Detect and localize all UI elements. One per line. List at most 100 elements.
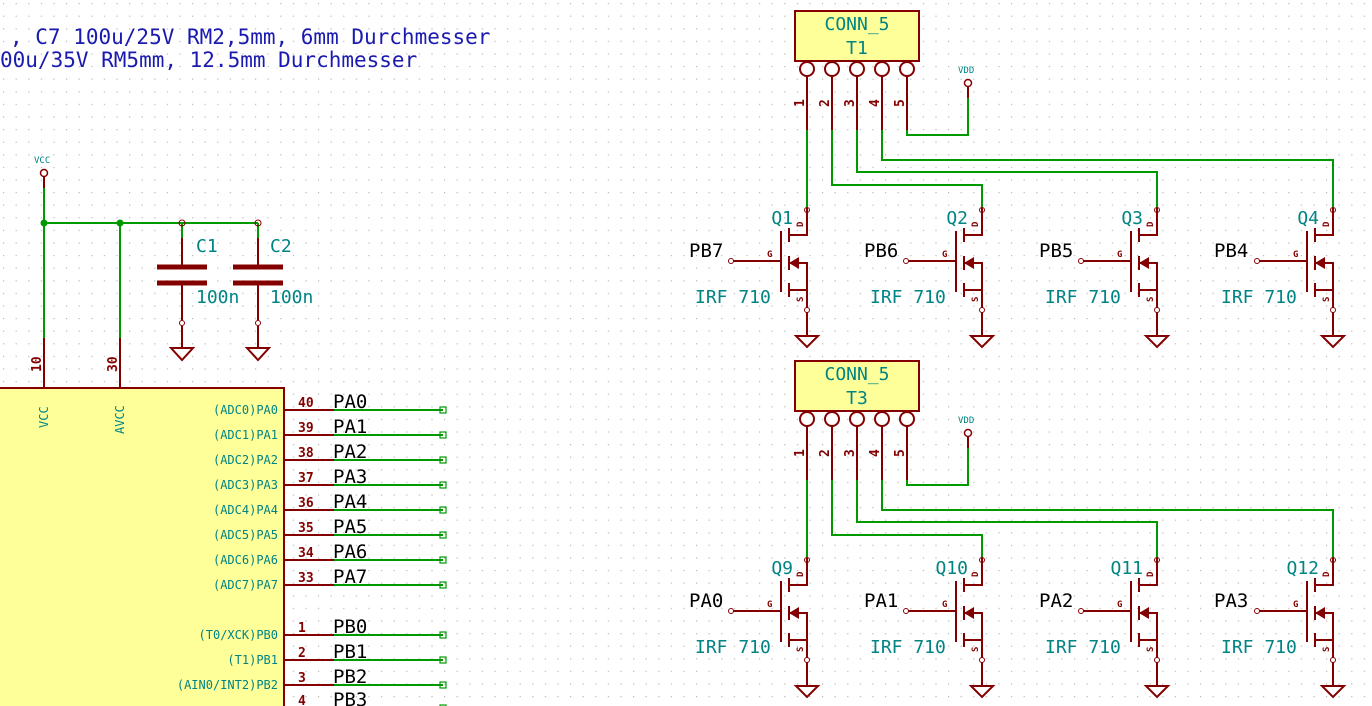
vcc-power-label: VCC [34,156,50,166]
mcu-pin-number: 1 [298,621,306,636]
gate-net-label: PA1 [864,590,898,612]
mosfet-value: IRF 710 [695,287,771,308]
wire-end [439,456,447,464]
gate-net-label: PB4 [1214,240,1248,262]
drain-pin-letter: D [971,221,981,227]
connector-pin [849,61,865,77]
vcc-supply: VCC [34,156,262,338]
gate-pin-letter: G [767,600,772,610]
c2-value: 100n [270,287,313,308]
wire-end [439,481,447,489]
wire-end [439,406,447,414]
mcu-pin-number: 40 [298,396,314,411]
connector-ref: T1 [846,38,868,59]
connector-type: CONN_5 [824,364,889,385]
source-pin-letter: S [971,647,981,652]
junction [178,219,186,227]
connector-pin-number: 4 [868,99,883,107]
mcu-pin-name: VCC [37,406,51,428]
net-label: PA7 [333,566,367,588]
source-pin-letter: S [796,647,806,652]
net-label: PA0 [333,391,367,413]
net-label: PB3 [333,689,367,706]
net-label: PB2 [333,666,367,688]
mosfet-ref: Q12 [1286,558,1319,579]
vdd-power-label: VDD [958,66,974,76]
net-label: PA4 [333,491,367,513]
vcc-power-symbol [39,168,49,178]
vdd-power-symbol [963,78,973,88]
net-label: PB0 [333,616,367,638]
mcu-pin-number: 2 [298,646,306,661]
mcu-pin-name: (ADC2)PA2 [213,453,278,467]
connector-pin-number: 5 [893,449,908,457]
wire-end [439,656,447,664]
capacitor-c1: C1 100n [157,236,239,362]
connector-pin [824,411,840,427]
mcu-body [0,387,285,706]
net-label: PA6 [333,541,367,563]
mcu-pin-number: 34 [298,546,314,561]
mcu-pin-number: 10 [30,356,45,372]
connector-pin-number: 2 [818,449,833,457]
net-label: PA1 [333,416,367,438]
connector-pin [824,61,840,77]
gate-pin-letter: G [1117,250,1122,260]
mosfet-value: IRF 710 [1221,287,1297,308]
junction [116,219,124,227]
gate-pin-letter: G [1117,600,1122,610]
wire-end [439,704,447,706]
net-label: PA3 [333,466,367,488]
mosfet-ref: Q10 [935,558,968,579]
connector-pin-number: 2 [818,99,833,107]
mcu-pin-name: (T0/XCK)PB0 [199,628,278,642]
note-line-1: , C7 100u/25V RM2,5mm, 6mm Durchmesser [10,25,490,49]
junction [254,219,262,227]
connector-body [794,10,920,62]
drain-pin-letter: D [796,221,806,227]
mcu-pin-name: (ADC7)PA7 [213,578,278,592]
mcu-pin-name: (T1)PB1 [227,653,278,667]
mosfet-ref: Q4 [1297,208,1319,229]
connector-pin [874,61,890,77]
connector-pin-number: 4 [868,449,883,457]
connector-pin [799,411,815,427]
mosfet-ref: Q1 [771,208,793,229]
source-pin-letter: S [1322,297,1332,302]
drain-pin-letter: D [971,571,981,577]
mosfet-value: IRF 710 [1045,287,1121,308]
source-pin-letter: S [1146,647,1156,652]
connector-pin-number: 3 [843,99,858,107]
net-label: PB1 [333,641,367,663]
net-label: PA5 [333,516,367,538]
mcu-pin-name: (ADC0)PA0 [213,403,278,417]
vdd-power-label: VDD [958,416,974,426]
connector-pin [899,61,915,77]
mcu-pin-name: (AIN0/INT2)PB2 [177,678,278,692]
wire-end [439,681,447,689]
mcu-pin-number: 36 [298,496,314,511]
mosfet-ref: Q3 [1121,208,1143,229]
mcu-pin-number: 39 [298,421,314,436]
wire-end [439,581,447,589]
note-line-2: 00u/35V RM5mm, 12.5mm Durchmesser [0,48,417,72]
gate-net-label: PB7 [689,240,723,262]
connector-ref: T3 [846,388,868,409]
wire-end [439,531,447,539]
mosfet-value: IRF 710 [870,287,946,308]
c1-ref: C1 [196,236,218,257]
mcu-pin-name: (ADC1)PA1 [213,428,278,442]
wire-end [439,631,447,639]
mcu-pin-number: 37 [298,471,314,486]
mosfet-ref: Q9 [771,558,793,579]
connector-pin [849,411,865,427]
connector-pin-number: 1 [793,99,808,107]
